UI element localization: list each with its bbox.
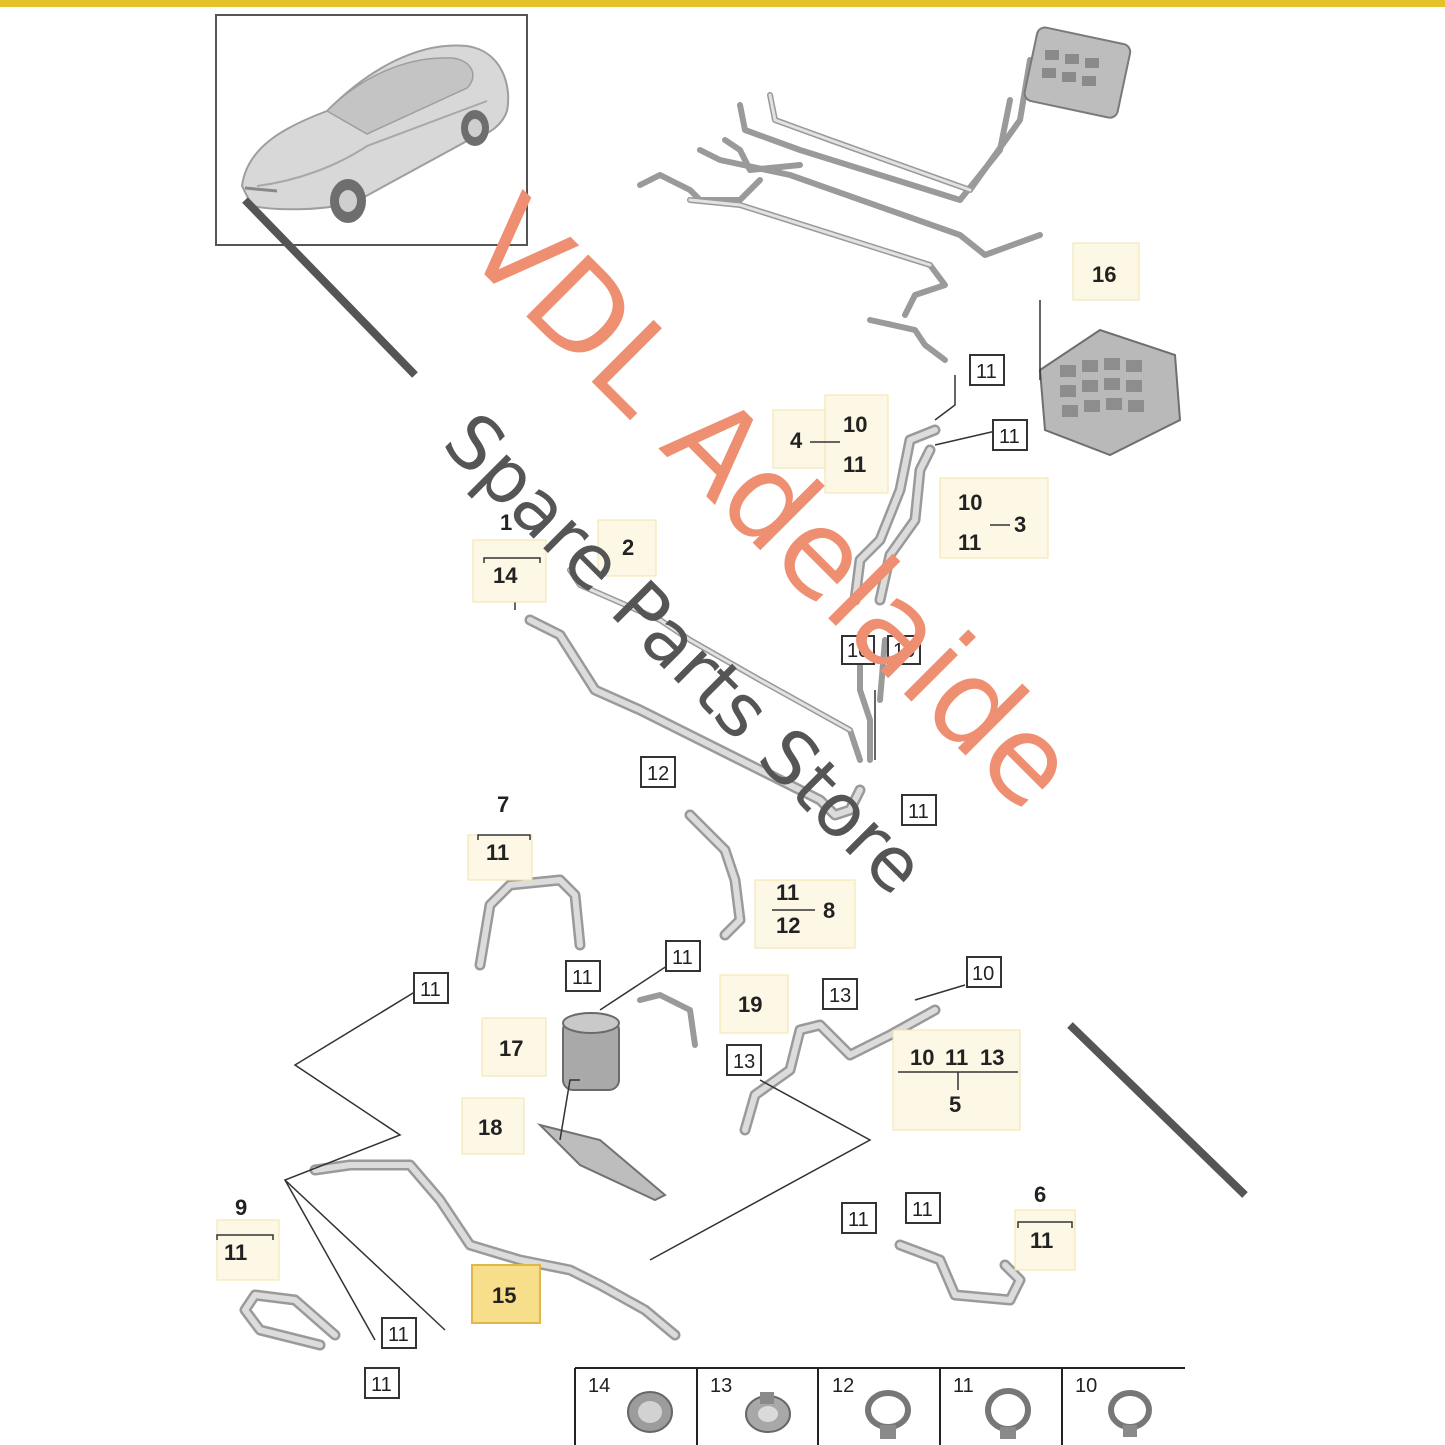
- svg-text:11: 11: [572, 967, 593, 989]
- callout-1: 1: [500, 510, 512, 535]
- boxed-reference-numbers: 11 11 10 10 11 12 11 11 11 13 10 13 11 1…: [364, 354, 1028, 1399]
- svg-text:10: 10: [847, 640, 869, 662]
- label-12: 12: [776, 913, 800, 938]
- legend-item-13: 13: [710, 1375, 791, 1433]
- svg-text:13: 13: [733, 1051, 755, 1073]
- svg-text:11: 11: [388, 1324, 409, 1346]
- callout-2: 2: [622, 535, 634, 560]
- svg-text:13: 13: [829, 985, 851, 1007]
- ref-box-10: 10: [887, 635, 921, 665]
- svg-text:11: 11: [912, 1199, 933, 1221]
- main-pipe-15: [309, 1159, 681, 1341]
- watermark-rule: [242, 197, 418, 378]
- hose-group-6: [894, 1239, 1026, 1306]
- hose-clamp-icon: [1108, 1390, 1152, 1437]
- label-10: 10: [843, 412, 867, 437]
- ref-box-11: 11: [413, 972, 449, 1004]
- svg-text:10: 10: [893, 640, 915, 662]
- callout-16: 16: [1092, 262, 1116, 287]
- label-10: 10: [910, 1045, 934, 1070]
- legend-item-10: 10: [1075, 1375, 1152, 1437]
- label-10: 10: [958, 490, 982, 515]
- callout-7: 7: [497, 792, 509, 817]
- callout-9: 9: [235, 1195, 247, 1220]
- svg-text:14: 14: [588, 1375, 610, 1397]
- callout-backgrounds: [216, 242, 1140, 1324]
- vehicle-thumbnail: [215, 14, 528, 246]
- pump-assembly: [536, 992, 698, 1202]
- svg-text:13: 13: [710, 1375, 732, 1397]
- legend-item-12: 12: [832, 1375, 911, 1439]
- callout-6: 6: [1034, 1182, 1046, 1207]
- watermark-rule: [1067, 1022, 1248, 1198]
- ref-box-11: 11: [364, 1367, 400, 1399]
- callout-4: 4: [790, 428, 803, 453]
- ref-box-11: 11: [969, 354, 1005, 386]
- label-11: 11: [1030, 1228, 1053, 1253]
- spring-clip-icon: [745, 1392, 791, 1433]
- label-13: 13: [980, 1045, 1004, 1070]
- svg-text:11: 11: [420, 979, 441, 1001]
- ref-box-10: 10: [841, 635, 875, 665]
- svg-text:11: 11: [672, 947, 693, 969]
- distributor-unit: [1038, 328, 1182, 457]
- legend-item-11: 11: [953, 1375, 1031, 1439]
- label-14: 14: [493, 563, 518, 588]
- ref-box-11: 11: [841, 1202, 877, 1234]
- watermark: VDL Adelaide Spare Parts Store: [242, 172, 1248, 1198]
- ref-box-13: 13: [822, 978, 858, 1010]
- svg-text:10: 10: [972, 963, 994, 985]
- hose-group-7-8: [474, 809, 746, 971]
- callout-5: 5: [949, 1092, 961, 1117]
- callout-19: 19: [738, 992, 762, 1017]
- svg-text:12: 12: [832, 1375, 854, 1397]
- sleeve-clamp-icon: [627, 1391, 673, 1433]
- callout-18: 18: [478, 1115, 502, 1140]
- svg-text:12: 12: [647, 763, 669, 785]
- label-11: 11: [224, 1240, 247, 1265]
- svg-text:10: 10: [1075, 1375, 1097, 1397]
- svg-text:11: 11: [999, 426, 1020, 448]
- ref-box-11: 11: [992, 419, 1028, 451]
- svg-text:11: 11: [976, 361, 997, 383]
- fastener-legend: 14 13 12: [574, 1367, 1185, 1445]
- label-11: 11: [486, 840, 509, 865]
- callout-8: 8: [823, 898, 835, 923]
- label-11: 11: [776, 880, 799, 905]
- ref-box-12: 12: [640, 756, 676, 788]
- label-11: 11: [958, 530, 981, 555]
- hose-group-5: [739, 1004, 941, 1136]
- car-silhouette-icon: [240, 44, 510, 223]
- ref-box-11: 11: [905, 1192, 941, 1224]
- svg-text:11: 11: [848, 1209, 869, 1231]
- upper-pipe-assembly: [637, 26, 1132, 363]
- hose-clamp-icon: [985, 1388, 1031, 1439]
- svg-text:11: 11: [908, 801, 929, 823]
- callout-15: 15: [492, 1283, 516, 1308]
- ref-box-11: 11: [665, 940, 701, 972]
- hose-clamp-icon: [865, 1390, 911, 1439]
- long-pipe-1-2: [524, 567, 866, 821]
- ref-box-13: 13: [726, 1044, 762, 1076]
- label-11: 11: [945, 1045, 968, 1070]
- hose-group-9: [239, 1289, 341, 1351]
- ref-box-11: 11: [901, 794, 937, 826]
- svg-text:11: 11: [371, 1374, 392, 1396]
- ref-box-11: 11: [565, 960, 601, 992]
- legend-item-14: 14: [588, 1375, 673, 1433]
- callout-3: 3: [1014, 512, 1026, 537]
- svg-text:11: 11: [953, 1375, 974, 1397]
- ref-box-11: 11: [381, 1317, 417, 1349]
- callout-17: 17: [499, 1036, 523, 1061]
- ref-box-10: 10: [966, 956, 1002, 988]
- label-11: 11: [843, 452, 866, 477]
- callout-labels: 16 1 2 3 4 7 8 9 6 5 15 17 18 19 10 11 1…: [216, 262, 1116, 1308]
- top-accent-bar: [0, 0, 1445, 7]
